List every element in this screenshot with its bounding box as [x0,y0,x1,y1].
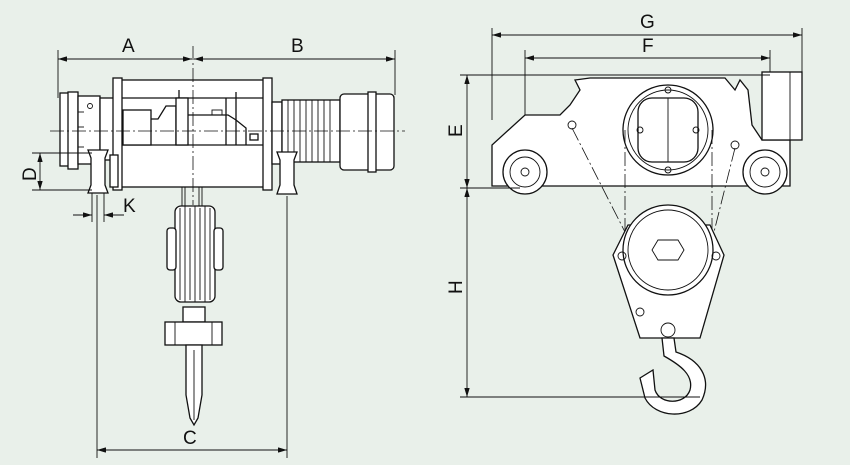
label-e: E [446,124,467,137]
drum [109,77,273,191]
label-g: G [640,12,655,33]
label-d: D [20,167,41,181]
label-k: K [123,196,136,217]
hook-block-end [612,204,725,415]
side-view: A B [20,36,405,458]
hook-icon [639,337,707,415]
label-a: A [122,36,135,57]
label-b: B [291,36,304,57]
label-h: H [446,280,467,294]
label-f: F [642,36,654,57]
trolley-frame [491,71,803,195]
label-c: C [183,428,197,449]
hook-block-side [164,205,224,427]
trolley-wheels [87,149,298,195]
end-view: G F [446,12,803,415]
